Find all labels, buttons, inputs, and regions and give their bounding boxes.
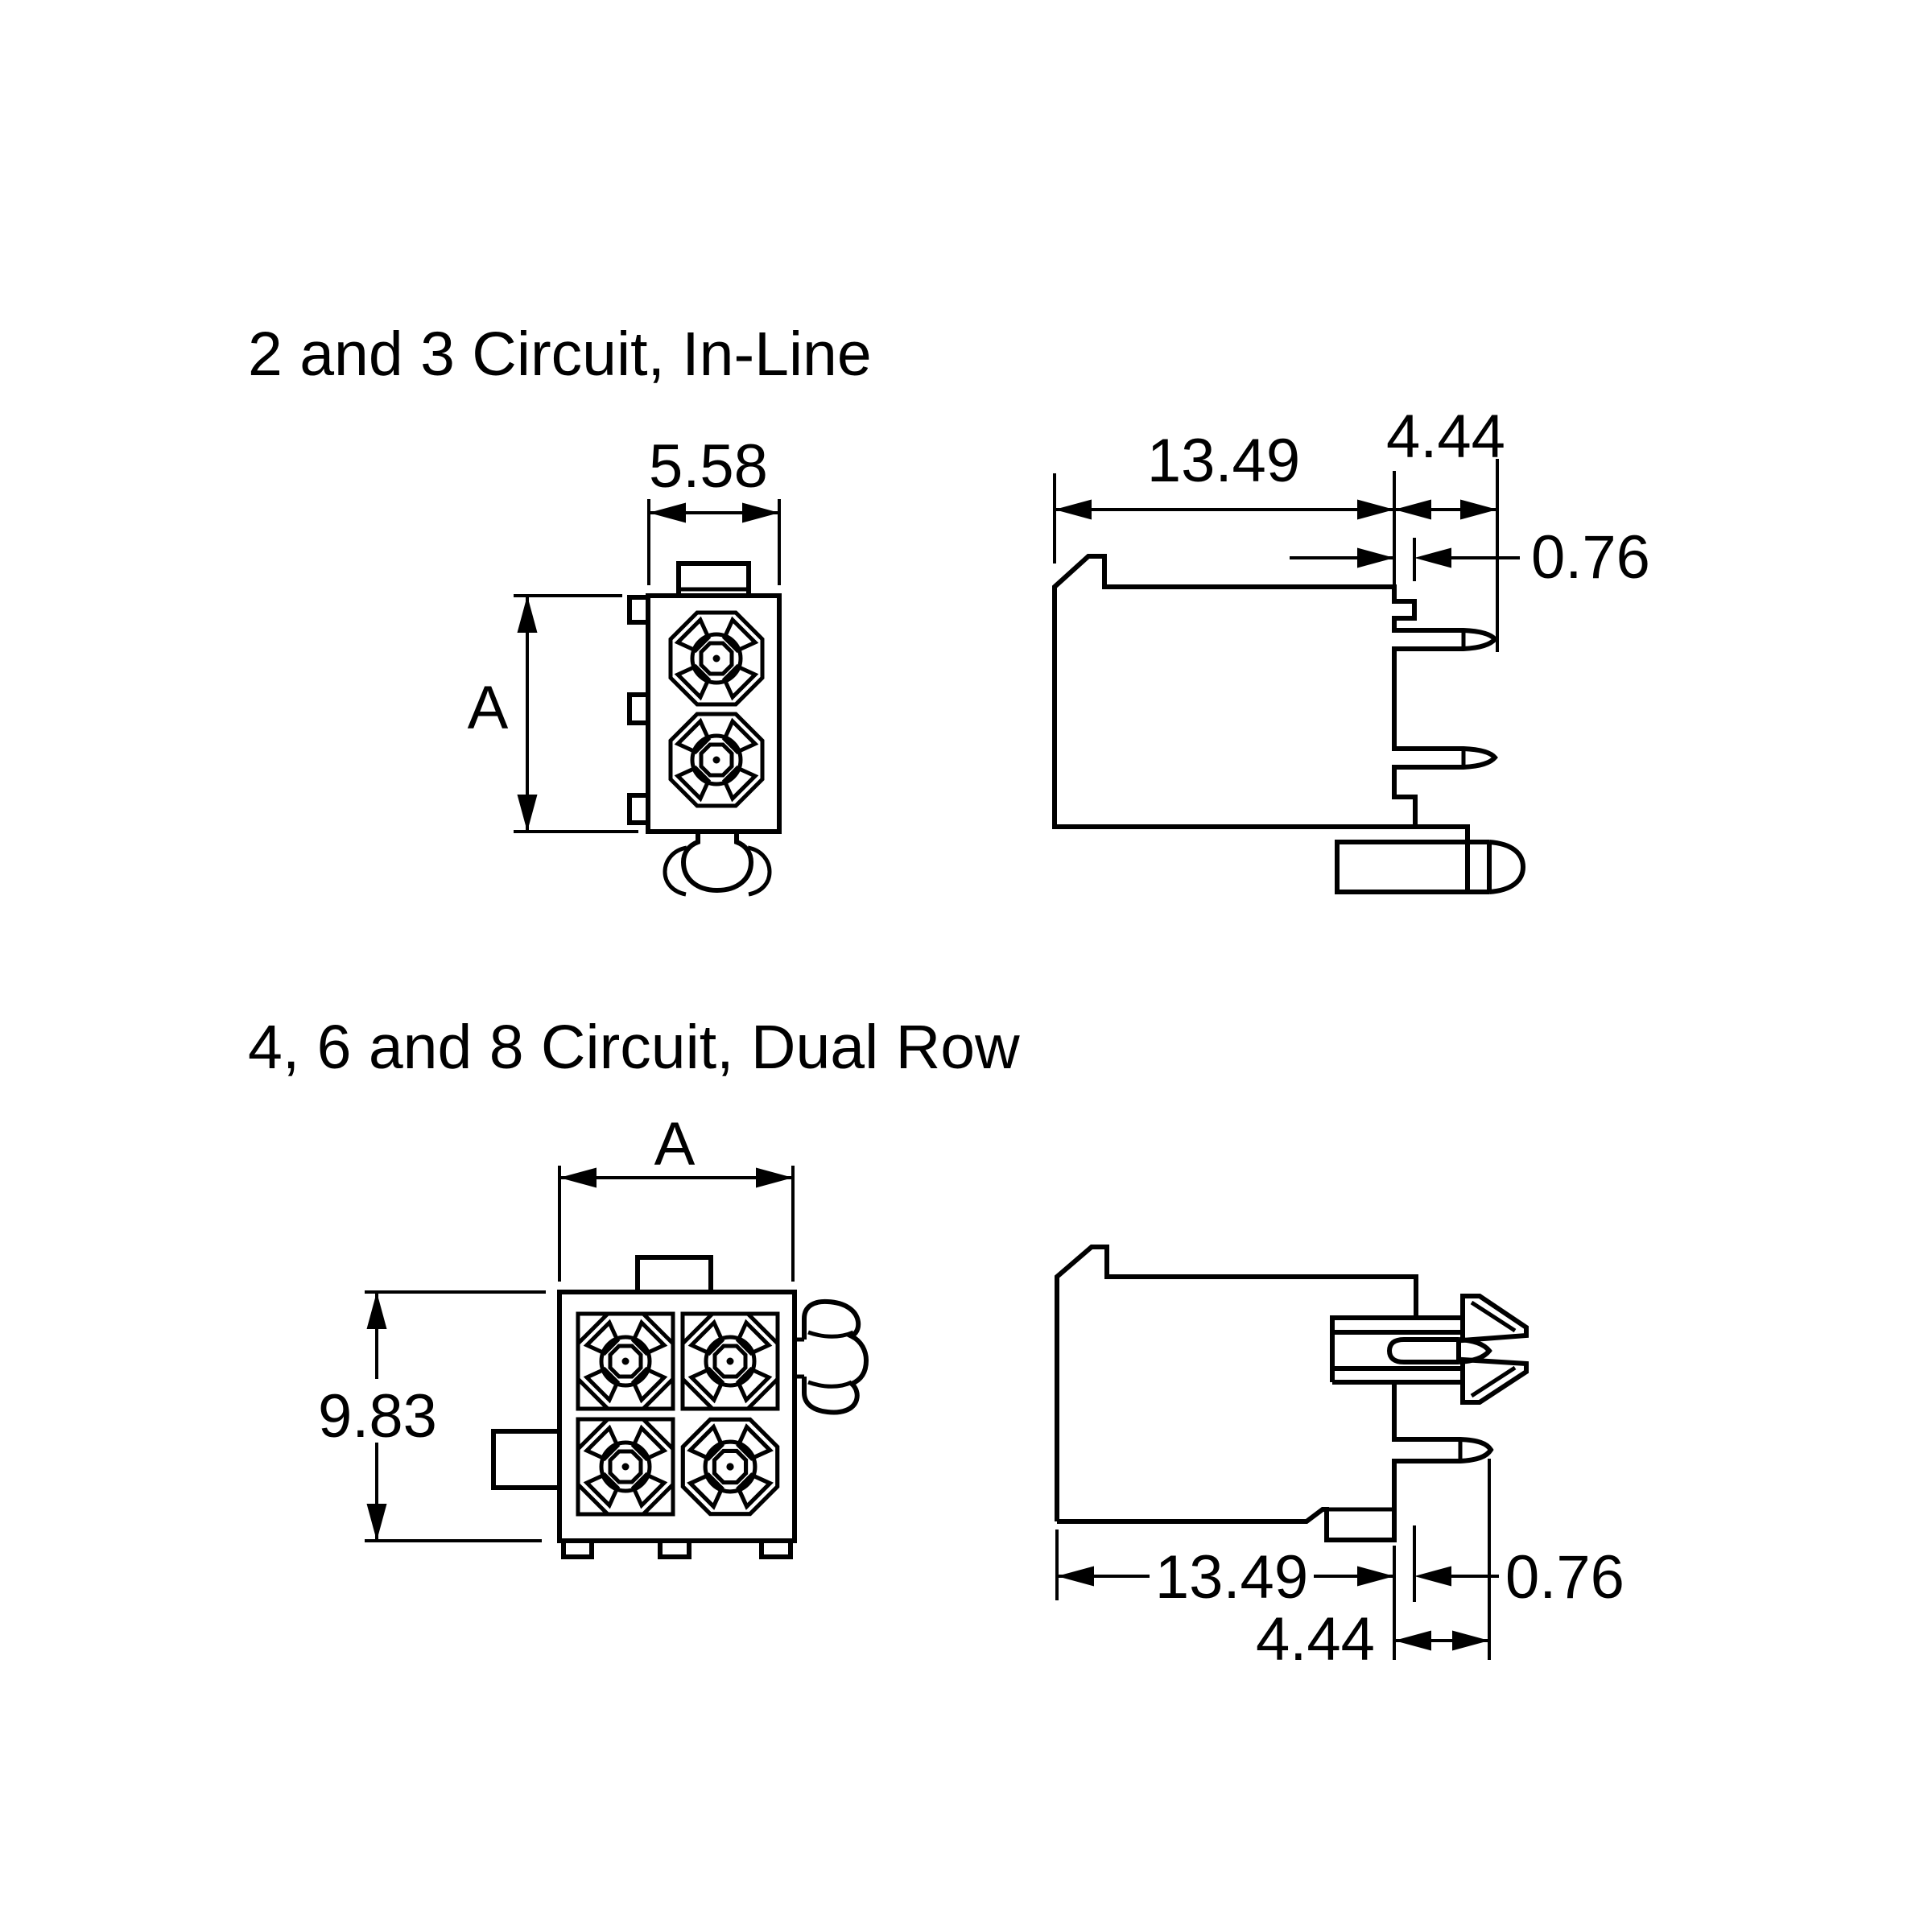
latch-wing xyxy=(795,1298,869,1415)
dim-depth-2-circuit: 13.49 xyxy=(1053,427,1396,601)
polarizing-tab xyxy=(635,1255,713,1294)
foot xyxy=(658,1538,691,1559)
side-rib xyxy=(627,793,650,825)
dim-label-height: 9.83 xyxy=(318,1382,437,1451)
polarizing-tab xyxy=(676,561,751,598)
dim-pin-width-4-circuit: 0.76 xyxy=(1413,1525,1624,1612)
dim-label-width: A xyxy=(654,1110,696,1179)
dim-label-height: A xyxy=(468,674,509,742)
housing-profile-upper xyxy=(1055,1245,1418,1521)
foot xyxy=(759,1538,793,1559)
side-view-2-circuit xyxy=(1052,554,1526,894)
section-title-dual-row: 4, 6 and 8 Circuit, Dual Row xyxy=(248,1013,1020,1082)
dim-pin-width-2-circuit: 0.76 xyxy=(1290,523,1650,592)
mounting-latch xyxy=(663,832,772,897)
side-view-4-circuit xyxy=(1055,1245,1529,1542)
front-view-4-circuit xyxy=(491,1255,869,1559)
dim-width-2-circuit: 5.58 xyxy=(647,432,781,585)
section-title-inline: 2 and 3 Circuit, In-Line xyxy=(248,320,872,389)
mounting-peg xyxy=(1335,824,1526,894)
dim-pin-extension-2-circuit: 4.44 xyxy=(1386,402,1505,652)
dim-label-pin-extension: 4.44 xyxy=(1386,402,1505,471)
latch-wing-side xyxy=(1330,1294,1529,1405)
dim-height-2-circuit: A xyxy=(468,594,638,833)
side-tab xyxy=(491,1429,562,1490)
dim-height-4-circuit: 9.83 xyxy=(318,1290,546,1542)
dim-label-depth: 13.49 xyxy=(1147,427,1300,495)
side-rib xyxy=(627,692,650,725)
dim-label-depth: 13.49 xyxy=(1155,1543,1308,1612)
dim-label-pin-extension: 4.44 xyxy=(1256,1605,1375,1674)
housing-profile-lower xyxy=(1057,1382,1494,1542)
dim-label-pin-width: 0.76 xyxy=(1531,523,1650,592)
foot xyxy=(561,1538,594,1559)
dim-label-pin-width: 0.76 xyxy=(1505,1543,1624,1612)
front-view-2-circuit xyxy=(627,561,782,897)
dim-pin-extension-4-circuit: 4.44 xyxy=(1256,1459,1491,1674)
dim-depth-4-circuit: 13.49 xyxy=(1055,1530,1396,1660)
dim-width-4-circuit: A xyxy=(558,1110,795,1282)
side-rib xyxy=(627,595,650,625)
dim-label-width: 5.58 xyxy=(649,432,768,501)
housing-profile xyxy=(1052,554,1498,829)
